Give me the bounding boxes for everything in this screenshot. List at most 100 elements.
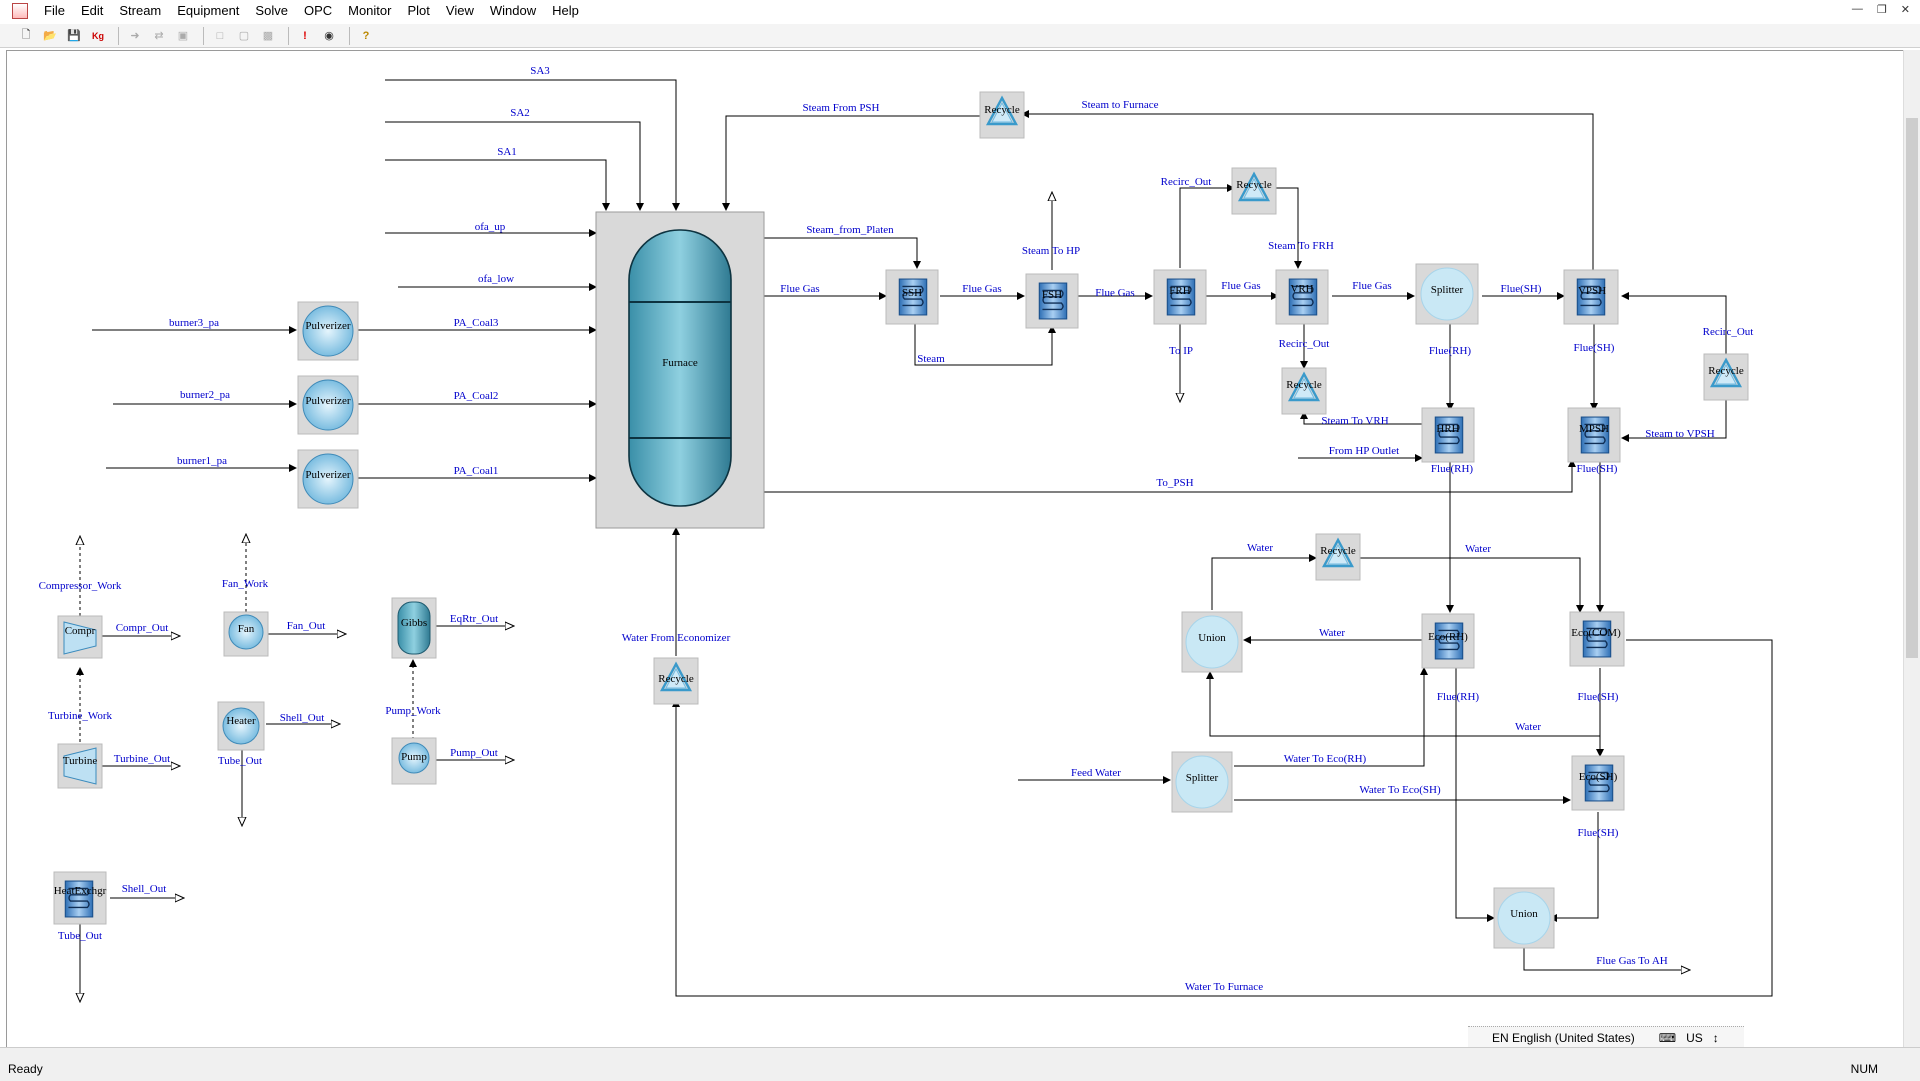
svg-text:FSH: FSH bbox=[1042, 289, 1062, 301]
close-icon[interactable]: ✕ bbox=[1900, 4, 1910, 16]
menu-solve[interactable]: Solve bbox=[255, 3, 288, 18]
help-icon[interactable]: ? bbox=[362, 29, 370, 42]
fan-unit[interactable]: Fan bbox=[223, 611, 269, 657]
stream-label-flue-rh: Flue(RH) bbox=[1437, 691, 1480, 703]
heat-exchanger-unit[interactable]: HeatExchgr bbox=[53, 871, 107, 925]
menu-view[interactable]: View bbox=[445, 3, 474, 18]
app-icon[interactable] bbox=[12, 3, 28, 19]
hx-frh[interactable]: FRH bbox=[1153, 269, 1207, 325]
arrow-icon[interactable]: ➜ bbox=[130, 30, 140, 42]
hx-vrh[interactable]: VRH bbox=[1275, 269, 1329, 325]
gibbs-reactor-unit[interactable]: Gibbs bbox=[391, 597, 437, 659]
splitter-unit[interactable]: Splitter bbox=[1415, 263, 1479, 325]
stream-label-pa-coal3: PA_Coal3 bbox=[454, 317, 499, 329]
stream-label-flue-gas: Flue Gas bbox=[1221, 280, 1260, 292]
hx-eco-rh[interactable]: Eco(RH) bbox=[1421, 613, 1475, 669]
chevron-down-icon[interactable]: ↕ bbox=[1712, 1030, 1719, 1045]
menu-edit[interactable]: Edit bbox=[80, 3, 104, 18]
stream-label-pump-out: Pump_Out bbox=[450, 747, 498, 759]
save-icon[interactable]: 💾 bbox=[67, 30, 81, 42]
record-icon[interactable]: ◉ bbox=[324, 30, 334, 42]
turbine-unit[interactable]: Turbine bbox=[57, 743, 103, 789]
pulverizer-unit[interactable]: Pulverizer bbox=[297, 449, 359, 509]
group-icon[interactable]: ▣ bbox=[177, 30, 189, 42]
svg-text:HRH: HRH bbox=[1436, 423, 1459, 435]
stream-label-recirc-out: Recirc_Out bbox=[1279, 338, 1330, 350]
recycle-unit[interactable]: Recycle bbox=[1231, 167, 1277, 215]
scrollbar-thumb[interactable] bbox=[1906, 118, 1918, 658]
stream-label-steam-to-frh: Steam To FRH bbox=[1268, 240, 1334, 252]
stream-label-shell-out: Shell_Out bbox=[280, 712, 325, 724]
recycle-unit[interactable]: Recycle bbox=[1281, 367, 1327, 415]
vertical-scrollbar[interactable] bbox=[1903, 50, 1920, 1050]
hx-mpsh[interactable]: MPSH bbox=[1567, 407, 1621, 463]
menu-equipment[interactable]: Equipment bbox=[177, 3, 240, 18]
flowsheet-canvas[interactable] bbox=[6, 50, 1906, 1052]
union-unit[interactable]: Union bbox=[1181, 611, 1243, 673]
new-icon[interactable]: 🗋 bbox=[21, 29, 31, 41]
stream-label-eqrtr-out: EqRtr_Out bbox=[450, 613, 498, 625]
menu-window[interactable]: Window bbox=[489, 3, 537, 18]
svg-text:Eco(RH): Eco(RH) bbox=[1428, 631, 1468, 643]
flowsheet-diagram: Furnace Pulverizer Pulverizer Pulverizer… bbox=[39, 65, 1773, 1050]
recycle-unit[interactable]: Recycle bbox=[979, 91, 1025, 139]
menu-stream[interactable]: Stream bbox=[119, 3, 162, 18]
stream-label-water: Water bbox=[1319, 627, 1345, 639]
union-unit[interactable]: Union bbox=[1493, 887, 1555, 949]
stream-label-sa3: SA3 bbox=[530, 65, 550, 77]
hx-eco-sh[interactable]: Eco(SH) bbox=[1571, 755, 1625, 811]
stream-label-ofa-low: ofa_low bbox=[478, 273, 514, 285]
stream-label-pa-coal1: PA_Coal1 bbox=[454, 465, 499, 477]
kg-lb-icon[interactable]: Kg bbox=[92, 30, 104, 41]
stream-label-burner2-pa: burner2_pa bbox=[180, 389, 230, 401]
stream-label-pump-work: Pump_Work bbox=[385, 705, 441, 717]
heater-unit[interactable]: Heater bbox=[217, 701, 265, 751]
stop-icon[interactable]: ! bbox=[303, 29, 307, 42]
svg-text:Recycle: Recycle bbox=[658, 673, 694, 685]
svg-text:Recycle: Recycle bbox=[1286, 379, 1322, 391]
menu-opc[interactable]: OPC bbox=[303, 3, 333, 18]
svg-text:Recycle: Recycle bbox=[1236, 179, 1272, 191]
recycle-unit[interactable]: Recycle bbox=[1315, 533, 1361, 581]
pulverizer-unit[interactable]: Pulverizer bbox=[297, 375, 359, 435]
stream-label-compr-out: Compr_Out bbox=[116, 622, 169, 634]
menu-bar: File Edit Stream Equipment Solve OPC Mon… bbox=[0, 0, 1920, 22]
svg-text:VPSH: VPSH bbox=[1578, 285, 1606, 297]
svg-text:Recycle: Recycle bbox=[1320, 545, 1356, 557]
pulverizer-unit[interactable]: Pulverizer bbox=[297, 301, 359, 361]
stream-label-sa1: SA1 bbox=[497, 146, 517, 158]
menu-file[interactable]: File bbox=[44, 3, 65, 18]
language-bar[interactable]: EN English (United States) ⌨ US ↕ bbox=[1468, 1026, 1744, 1048]
open-icon[interactable]: 📂 bbox=[43, 30, 57, 42]
hx-vpsh[interactable]: VPSH bbox=[1563, 269, 1619, 325]
svg-text:Turbine: Turbine bbox=[63, 755, 98, 767]
recycle-unit[interactable]: Recycle bbox=[1703, 353, 1749, 401]
pump-unit[interactable]: Pump bbox=[391, 737, 437, 785]
stream-label-steam-to-vpsh: Steam to VPSH bbox=[1645, 428, 1715, 440]
stream-label-turbine-work: Turbine_Work bbox=[48, 710, 113, 722]
stream-label-flue-sh: Flue(SH) bbox=[1574, 342, 1615, 354]
hx-fsh[interactable]: FSH bbox=[1025, 273, 1079, 329]
furnace-unit[interactable]: Furnace bbox=[595, 211, 765, 529]
solve-icon[interactable]: ▩ bbox=[262, 30, 274, 42]
stream-label-to-psh: To_PSH bbox=[1156, 477, 1193, 489]
recycle-unit[interactable]: Recycle bbox=[653, 657, 699, 705]
svg-text:Pump: Pump bbox=[401, 751, 427, 763]
keyboard-layout[interactable]: US bbox=[1686, 1030, 1703, 1045]
stream-label-flue-rh: Flue(RH) bbox=[1429, 345, 1472, 357]
compressor-unit[interactable]: Compr bbox=[57, 615, 103, 659]
language-indicator[interactable]: EN English (United States) bbox=[1492, 1030, 1635, 1045]
splitter-unit[interactable]: Splitter bbox=[1171, 751, 1233, 813]
keyboard-icon: ⌨ bbox=[1658, 1030, 1677, 1045]
menu-help[interactable]: Help bbox=[552, 3, 579, 18]
menu-monitor[interactable]: Monitor bbox=[348, 3, 392, 18]
hx-eco-com[interactable]: Eco(COM) bbox=[1569, 611, 1625, 667]
hx-ssh[interactable]: SSH bbox=[885, 269, 939, 325]
menu-plot[interactable]: Plot bbox=[407, 3, 430, 18]
restore-icon[interactable]: ❐ bbox=[1876, 4, 1887, 16]
minimize-icon[interactable]: — bbox=[1851, 3, 1863, 15]
hx-hrh[interactable]: HRH bbox=[1421, 407, 1475, 463]
paste-icon[interactable]: ▢ bbox=[238, 30, 250, 42]
copy-icon[interactable]: □ bbox=[216, 29, 224, 42]
stream-icon[interactable]: ⇄ bbox=[154, 30, 164, 42]
